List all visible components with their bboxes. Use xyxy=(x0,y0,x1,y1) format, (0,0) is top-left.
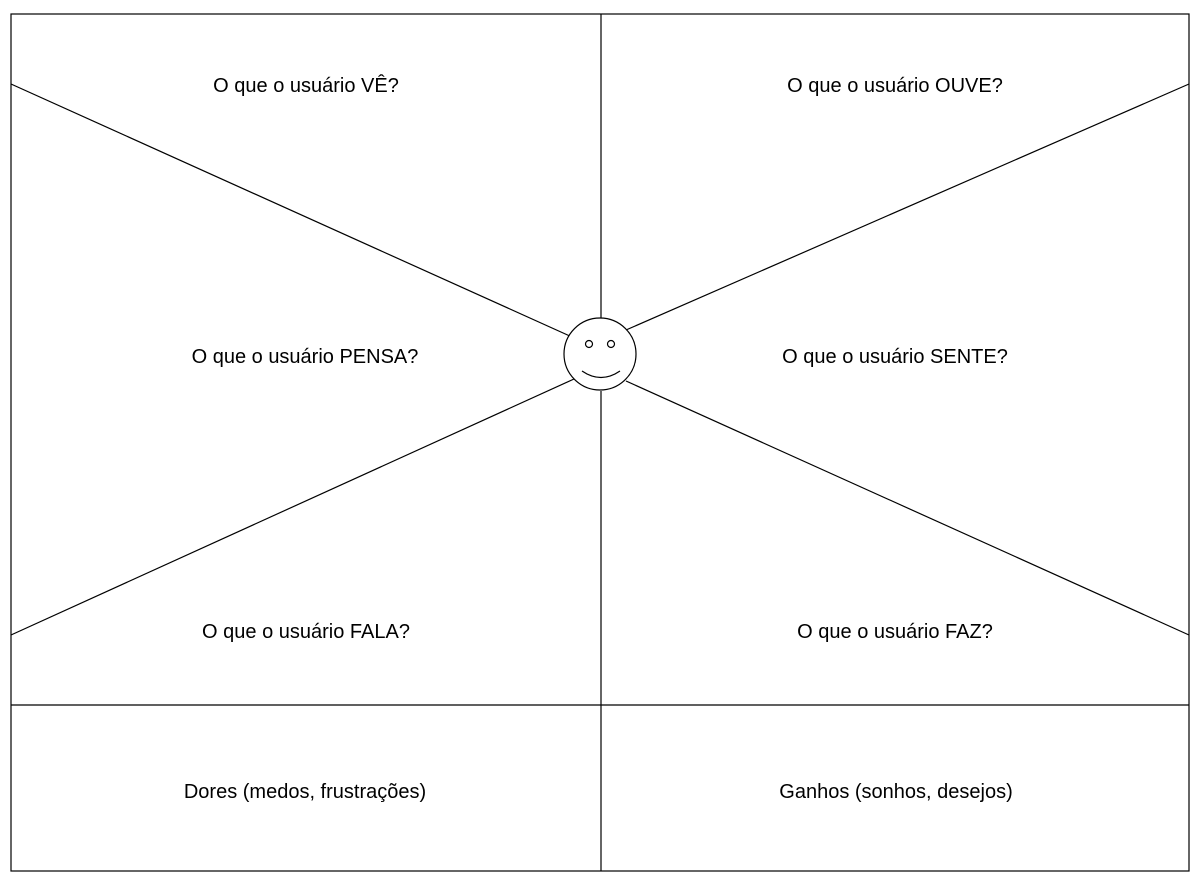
diagonal-bottom-right xyxy=(625,380,1190,636)
label-does: O que o usuário FAZ? xyxy=(797,621,993,643)
smiley-right-eye xyxy=(606,339,616,349)
label-says: O que o usuário FALA? xyxy=(202,621,410,643)
smiley-mouth xyxy=(581,370,621,379)
smiley-left-eye xyxy=(584,339,594,349)
outer-frame xyxy=(10,13,1190,872)
diagonal-bottom-left xyxy=(10,378,575,636)
diagonal-top-right xyxy=(625,83,1190,331)
label-sees: O que o usuário VÊ? xyxy=(213,74,399,97)
label-feels: O que o usuário SENTE? xyxy=(782,346,1008,368)
smiley-head xyxy=(563,317,637,391)
label-hears: O que o usuário OUVE? xyxy=(787,75,1003,97)
label-pains: Dores (medos, frustrações) xyxy=(184,781,426,803)
smiley-face-icon xyxy=(563,317,637,391)
label-gains: Ganhos (sonhos, desejos) xyxy=(779,781,1012,803)
diagonal-top-left xyxy=(10,83,573,338)
label-thinks: O que o usuário PENSA? xyxy=(192,346,419,368)
